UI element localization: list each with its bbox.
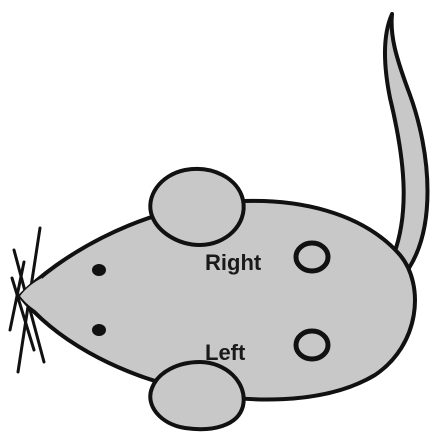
eye-top (92, 264, 106, 276)
mouse-ear-left (150, 362, 243, 429)
label-left: Left (205, 340, 246, 365)
mouse-tail (385, 14, 428, 280)
eye-bottom (92, 324, 106, 336)
mouse-ear-right (150, 169, 243, 245)
label-right: Right (205, 250, 262, 275)
